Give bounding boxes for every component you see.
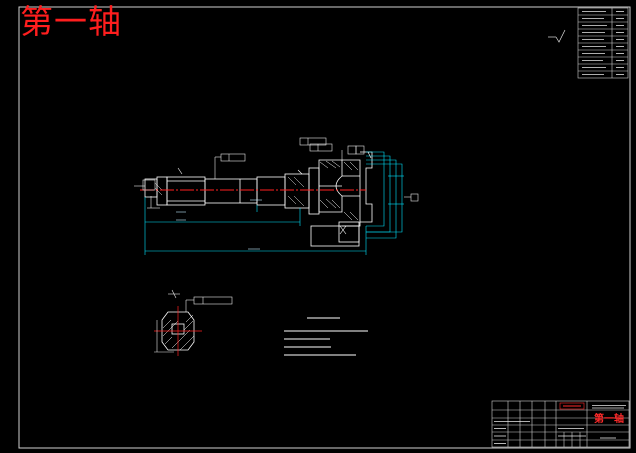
school-name-box xyxy=(559,402,585,410)
section-hatch xyxy=(162,314,195,351)
leader-marks xyxy=(177,151,372,235)
section-dimensions xyxy=(154,289,233,353)
roughness-symbol-top xyxy=(548,29,566,43)
parameter-table xyxy=(577,7,629,79)
requirements-lines xyxy=(284,317,368,356)
drawing-title: 第一轴 xyxy=(20,2,122,41)
gear-tooth-hatch xyxy=(319,160,359,221)
titleblock-part-name: 第一轴 xyxy=(594,414,624,425)
section-centerlines xyxy=(154,306,202,356)
tolerance-callouts xyxy=(214,137,419,202)
title-block-entries xyxy=(494,405,626,444)
dimension-lines xyxy=(144,151,404,255)
left-end-detail xyxy=(134,179,160,209)
collar-hatch xyxy=(154,176,305,207)
parameter-table-entries xyxy=(582,11,624,75)
dimension-labels xyxy=(176,199,262,250)
title-block xyxy=(491,400,630,448)
drawing-frame xyxy=(18,6,631,449)
shaft-main-view xyxy=(144,151,373,247)
